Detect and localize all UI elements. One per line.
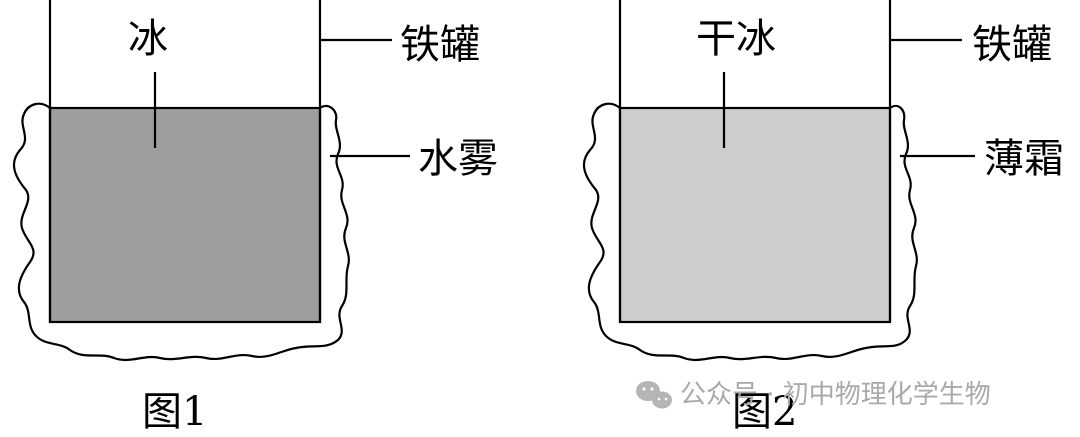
dry-ice-label: 干冰 [696,16,776,62]
frost-boundary [582,102,918,362]
mist-label: 水雾 [418,136,498,182]
can-label: 铁罐 [972,22,1052,68]
figure-2-caption: 图2 [732,389,797,435]
can-label: 铁罐 [400,22,480,68]
watermark-text: 公众号 · 初中物理化学生物 [680,380,991,410]
ice-block [48,106,322,324]
figure-1-caption: 图1 [142,389,207,435]
wechat-icon [636,381,672,409]
ice-label: 冰 [128,16,168,62]
frost-label: 薄霜 [984,136,1064,182]
dry-ice-block [618,106,892,324]
mist-boundary [12,102,350,362]
figure-2: 干冰 铁罐 薄霜 图2 [582,0,1064,435]
figure-1: 冰 铁罐 水雾 图1 [12,0,498,435]
watermark: 公众号 · 初中物理化学生物 [636,380,991,410]
